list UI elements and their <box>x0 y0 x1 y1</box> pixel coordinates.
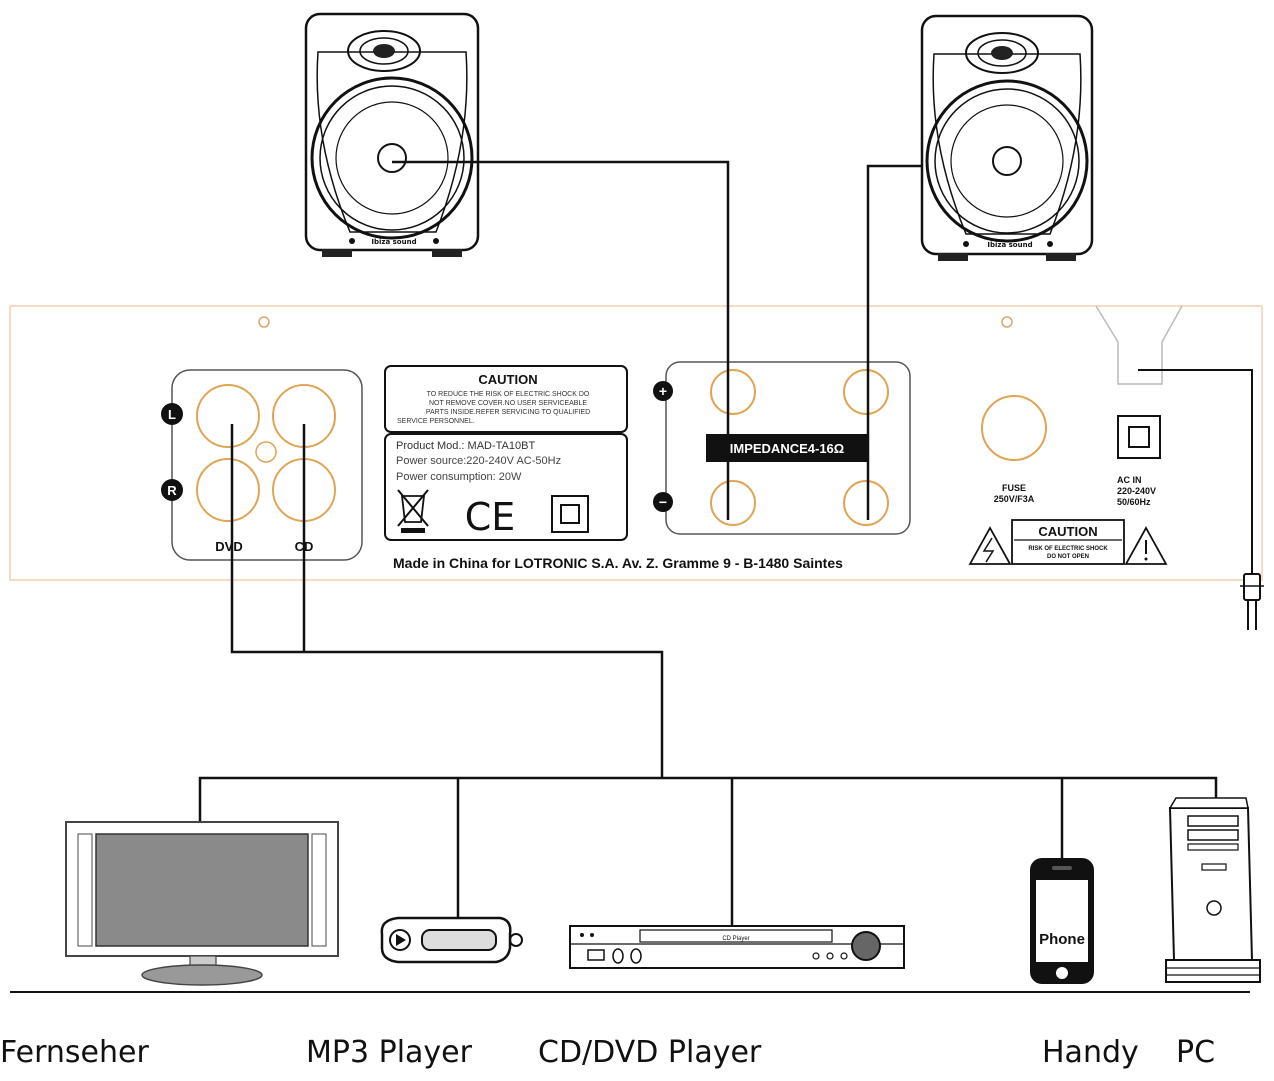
speaker-terminal-left-plus[interactable] <box>710 369 756 415</box>
amplifier-back-panel: L R DVD CD CAUTION TO REDUCE THE RISK OF… <box>9 305 1263 581</box>
weee-bin-icon <box>397 489 429 533</box>
ac-inlet[interactable]: AC IN 220-240V 50/60Hz <box>1117 415 1161 507</box>
cable-dvd-input <box>230 424 664 778</box>
power-consumption: Power consumption: 20W <box>396 471 522 483</box>
rca-jack-dvd-left[interactable] <box>196 384 260 448</box>
power-source: Power source:220-240V AC-50Hz <box>396 455 561 467</box>
warning-title: CAUTION <box>1038 524 1097 539</box>
impedance-badge <box>706 434 868 462</box>
left-channel-marker <box>161 403 183 425</box>
minus-label: − <box>659 494 667 510</box>
cord-clamp <box>1095 305 1183 385</box>
pc-tower-icon <box>1165 797 1261 983</box>
minus-marker <box>653 492 673 512</box>
caution-line-1: TO REDUCE THE RISK OF ELECTRIC SHOCK DO <box>427 391 590 398</box>
rca-jack-dvd-right[interactable] <box>196 458 260 522</box>
dvd-display-text: CD Player <box>722 936 749 942</box>
fuse-holder[interactable]: FUSE 250V/F3A <box>981 395 1047 504</box>
cable-source-bus <box>198 776 1218 830</box>
made-in-label: Made in China for LOTRONIC S.A. Av. Z. G… <box>393 555 843 571</box>
speaker-left: Ibiza sound <box>304 12 480 257</box>
ac-in-frequency: 50/60Hz <box>1117 497 1151 507</box>
smartphone-icon: Phone <box>1030 858 1094 984</box>
right-channel-marker <box>161 479 183 501</box>
dvd-input-label: DVD <box>215 539 242 554</box>
caution-label: CAUTION TO REDUCE THE RISK OF ELECTRIC S… <box>384 365 628 433</box>
product-label: Product Mod.: MAD-TA10BT Power source:22… <box>384 433 628 541</box>
speaker-brand-left: Ibiza sound <box>371 238 416 246</box>
product-model: Product Mod.: MAD-TA10BT <box>396 440 535 452</box>
cd-dvd-player-icon: CD Player <box>569 925 905 969</box>
power-plug-icon <box>1240 573 1264 630</box>
warning-line-1: RISK OF ELECTRIC SHOCK <box>1028 546 1108 552</box>
speaker-terminal-left-minus[interactable] <box>710 480 756 526</box>
ac-in-label: AC IN <box>1117 475 1142 485</box>
label-pc: PC <box>1176 1035 1216 1070</box>
cable-speaker-right <box>866 164 922 520</box>
cable-speaker-left <box>392 160 730 520</box>
caution-line-4: SERVICE PERSONNEL. <box>397 418 475 425</box>
label-handy: Handy <box>1042 1035 1139 1070</box>
caution-title: CAUTION <box>478 372 537 387</box>
ac-in-voltage: 220-240V <box>1117 486 1156 496</box>
caution-line-2: NOT REMOVE COVER.NO USER SERVICEABLE <box>429 400 587 407</box>
ce-mark: CE <box>465 495 516 539</box>
mp3-player-icon <box>380 916 523 964</box>
label-tv: Fernseher <box>0 1035 149 1070</box>
label-cd-dvd-player: CD/DVD Player <box>538 1035 762 1070</box>
plus-marker <box>653 381 673 401</box>
speaker-output-section: + − IMPEDANCE4-16Ω <box>653 361 911 535</box>
speaker-brand-right: Ibiza sound <box>987 241 1032 249</box>
shock-warning-label: CAUTION RISK OF ELECTRIC SHOCK DO NOT OP… <box>968 519 1168 565</box>
plus-label: + <box>659 383 667 399</box>
double-insulation-icon <box>551 495 589 533</box>
speaker-terminal-right-plus[interactable] <box>843 369 889 415</box>
label-mp3-player: MP3 Player <box>306 1035 472 1070</box>
tv-icon <box>65 821 339 986</box>
left-channel-label: L <box>168 407 176 422</box>
cable-power <box>1138 369 1253 576</box>
fuse-label: FUSE <box>1002 483 1026 493</box>
speaker-terminal-right-minus[interactable] <box>843 480 889 526</box>
rca-input-section: L R DVD CD <box>161 369 363 561</box>
phone-screen-text: Phone <box>1039 931 1085 948</box>
warning-line-2: DO NOT OPEN <box>1047 554 1089 560</box>
right-channel-label: R <box>167 483 177 498</box>
cables <box>198 160 1253 928</box>
speaker-right: Ibiza sound <box>920 14 1094 261</box>
impedance-label: IMPEDANCE4-16Ω <box>730 441 844 456</box>
fuse-rating: 250V/F3A <box>994 494 1035 504</box>
caution-line-3: PARTS INSIDE.REFER SERVICING TO QUALIFIE… <box>426 409 590 416</box>
